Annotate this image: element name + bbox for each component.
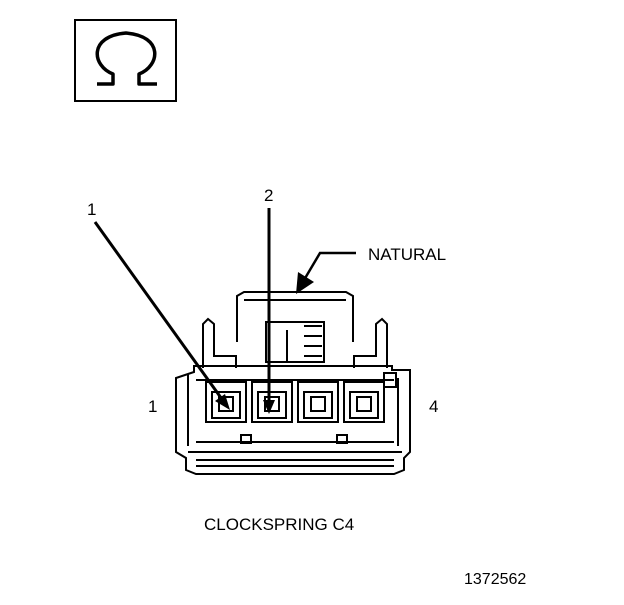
terminal-cavity-1 bbox=[205, 381, 247, 423]
callout-pin-1: 1 bbox=[87, 200, 97, 219]
leader-pin-2 bbox=[263, 208, 275, 414]
connector-top-latch bbox=[236, 291, 354, 363]
right-end-pin-number: 4 bbox=[429, 397, 439, 416]
connector-body bbox=[175, 365, 411, 475]
connector-color-label: NATURAL bbox=[368, 245, 447, 264]
callout-pin-2: 2 bbox=[264, 186, 274, 205]
terminal-cavity-3 bbox=[297, 381, 339, 423]
left-end-pin-number: 1 bbox=[148, 397, 158, 416]
leader-pin-1 bbox=[93, 221, 230, 410]
connector-name-caption: CLOCKSPRING C4 bbox=[204, 515, 355, 534]
connector-side-hooks bbox=[202, 317, 388, 368]
ohm-icon bbox=[74, 19, 177, 102]
terminal-cavity-4 bbox=[343, 381, 385, 423]
figure-number: 1372562 bbox=[464, 571, 527, 588]
leader-natural bbox=[296, 251, 356, 294]
